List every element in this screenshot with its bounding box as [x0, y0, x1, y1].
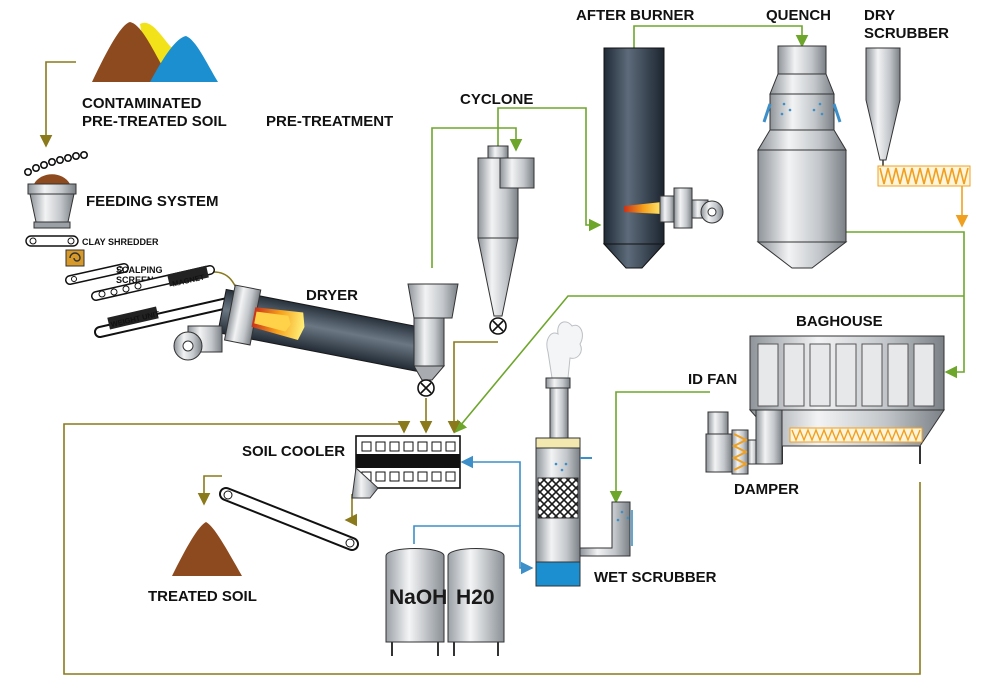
label-dryer: DRYER: [306, 287, 358, 304]
dry-scrubber-screw: [877, 165, 971, 187]
label-treated-soil: TREATED SOIL: [148, 588, 257, 605]
label-scalping-1: SCALPING: [116, 265, 163, 275]
label-clay-shredder: CLAY SHREDDER: [82, 237, 159, 247]
dry-scrubber-hopper: [865, 47, 901, 170]
treated-soil-conveyor: [219, 487, 359, 551]
feeding-chain: [23, 151, 89, 177]
id-fan-unit: [705, 409, 783, 475]
water-line-to-cooler: [460, 455, 521, 526]
gas-line-quench-to-baghouse: [846, 231, 965, 379]
gas-line-idfan-to-wetscrubber: [609, 391, 710, 504]
label-h2o: H20: [456, 586, 495, 609]
label-dry-scrubber-2: SCRUBBER: [864, 25, 949, 42]
label-feeding-system: FEEDING SYSTEM: [86, 193, 219, 210]
scalping-screen-conveyor: [65, 263, 129, 285]
clay-shredder-conveyor: [25, 235, 79, 247]
solids-line-cooler-to-conveyor: [344, 494, 358, 527]
h2o-tank: [447, 548, 505, 656]
treated-soil-pile: [172, 522, 242, 576]
label-pre-treatment: PRE-TREATMENT: [266, 113, 393, 130]
label-damper: DAMPER: [734, 481, 799, 498]
naoh-tank: [385, 548, 445, 656]
gas-line-afterburner-to-quench: [633, 25, 809, 48]
magnet-conveyor: [91, 265, 215, 301]
solids-line-conveyor-to-pile: [197, 475, 222, 506]
label-naoh: NaOH: [389, 586, 447, 609]
cyclone-vessel: [477, 145, 535, 335]
dryer-rotary-valve: [417, 379, 435, 397]
label-baghouse: BAGHOUSE: [796, 313, 883, 330]
clay-shredder-icon: [65, 249, 85, 267]
dryer-drum: [173, 284, 433, 374]
label-dry-scrubber-1: DRY: [864, 7, 895, 24]
baghouse-unit: [748, 335, 945, 464]
gas-line-cyclone-to-afterburner: [497, 107, 602, 232]
flow-lines: [39, 25, 969, 675]
weight-unit-conveyor: [94, 296, 238, 338]
dryer-discharge-chute: [407, 283, 459, 381]
after-burner-vessel: [602, 47, 724, 269]
solids-line-baghouse-return: [63, 420, 921, 675]
solids-line-cyclone-to-cooler: [447, 341, 498, 434]
label-scalping-2: SCREEN: [116, 275, 154, 285]
label-soil-cooler: SOIL COOLER: [242, 443, 345, 460]
gas-line-dryer-to-cyclone: [431, 127, 523, 268]
label-after-burner: AFTER BURNER: [576, 7, 694, 24]
gas-line-baghouse-to-soilcooler: [453, 295, 964, 434]
label-cyclone: CYCLONE: [460, 91, 533, 108]
label-contaminated-1: CONTAMINATED: [82, 95, 202, 112]
wet-scrubber-stack: [535, 321, 633, 587]
soil-cooler-unit: [351, 435, 461, 499]
feed-hopper: [27, 174, 77, 229]
label-contaminated-2: PRE-TREATED SOIL: [82, 113, 227, 130]
contaminated-soil-pile: [92, 22, 218, 82]
label-wet-scrubber: WET SCRUBBER: [594, 569, 717, 586]
solids-line-feed: [39, 61, 76, 148]
label-id-fan: ID FAN: [688, 371, 737, 388]
label-quench: QUENCH: [766, 7, 831, 24]
quench-vessel: [756, 45, 848, 269]
